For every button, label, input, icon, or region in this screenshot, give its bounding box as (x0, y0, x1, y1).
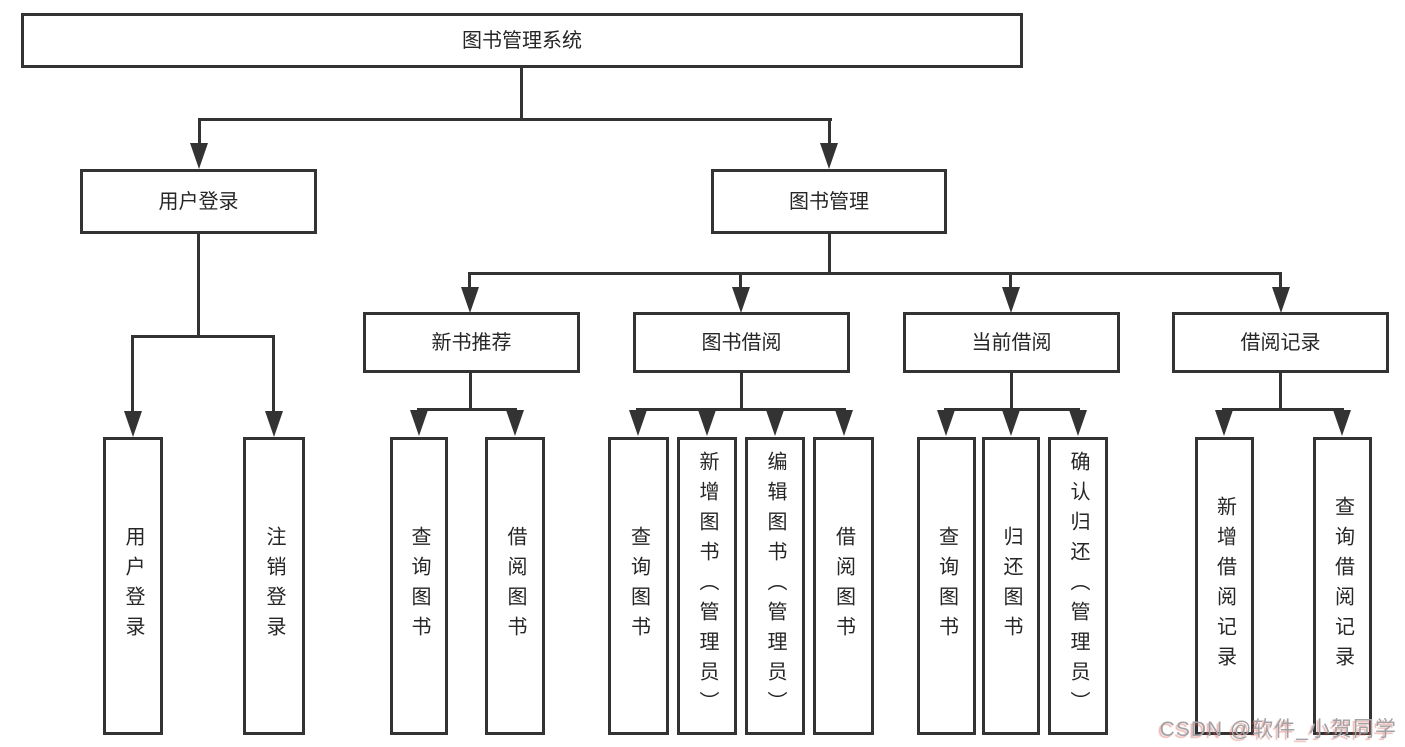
node-user-login: 用户登录 (80, 169, 317, 234)
connector (1279, 373, 1282, 411)
arrowhead (1333, 410, 1351, 436)
leaf-borrow-add-books-admin: 新增图书（管理员） (677, 437, 737, 735)
arrowhead (820, 143, 838, 169)
connector (828, 234, 831, 274)
connector (1222, 408, 1344, 411)
leaf-borrow-borrow-books: 借阅图书 (813, 437, 874, 735)
arrowhead (629, 410, 647, 436)
arrowhead (732, 287, 750, 313)
leaf-current-return-books: 归还图书 (982, 437, 1040, 735)
connector (417, 408, 517, 411)
leaf-borrow-edit-books-admin: 编辑图书（管理员） (745, 437, 805, 735)
node-book-management: 图书管理 (711, 169, 947, 234)
arrowhead (1002, 287, 1020, 313)
arrowhead (265, 411, 283, 437)
leaf-logout: 注销登录 (243, 437, 305, 735)
arrowhead (1002, 410, 1020, 436)
connector (197, 234, 200, 338)
leaf-records-add-record: 新增借阅记录 (1195, 437, 1254, 735)
arrowhead (190, 143, 208, 169)
connector (636, 408, 846, 411)
connector (1009, 272, 1012, 288)
arrowhead (124, 411, 142, 437)
arrowhead (698, 410, 716, 436)
node-new-book-recommendation: 新书推荐 (363, 312, 580, 373)
connector (468, 272, 1282, 275)
arrowhead (1272, 287, 1290, 313)
node-book-borrowing: 图书借阅 (633, 312, 850, 373)
leaf-newbook-borrow-books: 借阅图书 (485, 437, 545, 735)
connector (198, 118, 832, 121)
connector (520, 66, 523, 120)
leaf-records-query-record: 查询借阅记录 (1313, 437, 1372, 735)
csdn-watermark: CSDN @软件_小贺同学 (1159, 718, 1397, 741)
leaf-current-query-books: 查询图书 (917, 437, 976, 735)
connector (944, 408, 1080, 411)
leaf-current-confirm-return-admin: 确认归还（管理员） (1048, 437, 1108, 735)
leaf-user-login: 用户登录 (103, 437, 163, 735)
arrowhead (1215, 410, 1233, 436)
arrowhead (766, 410, 784, 436)
arrowhead (506, 410, 524, 436)
arrowhead (410, 410, 428, 436)
connector (1279, 272, 1282, 288)
connector (1010, 373, 1013, 411)
connector (740, 373, 743, 411)
connector (739, 272, 742, 288)
connector (828, 118, 831, 146)
leaf-borrow-query-books: 查询图书 (608, 437, 669, 735)
node-library-management-system: 图书管理系统 (21, 13, 1023, 68)
connector (469, 373, 472, 411)
connector (198, 118, 201, 146)
connector (272, 335, 275, 413)
node-borrowing-records: 借阅记录 (1172, 312, 1389, 373)
arrowhead (937, 410, 955, 436)
connector (468, 272, 471, 288)
leaf-newbook-query-books: 查询图书 (390, 437, 448, 735)
arrowhead (461, 287, 479, 313)
connector (131, 335, 134, 413)
node-current-borrowing: 当前借阅 (903, 312, 1120, 373)
connector (131, 335, 275, 338)
arrowhead (1069, 410, 1087, 436)
arrowhead (835, 410, 853, 436)
